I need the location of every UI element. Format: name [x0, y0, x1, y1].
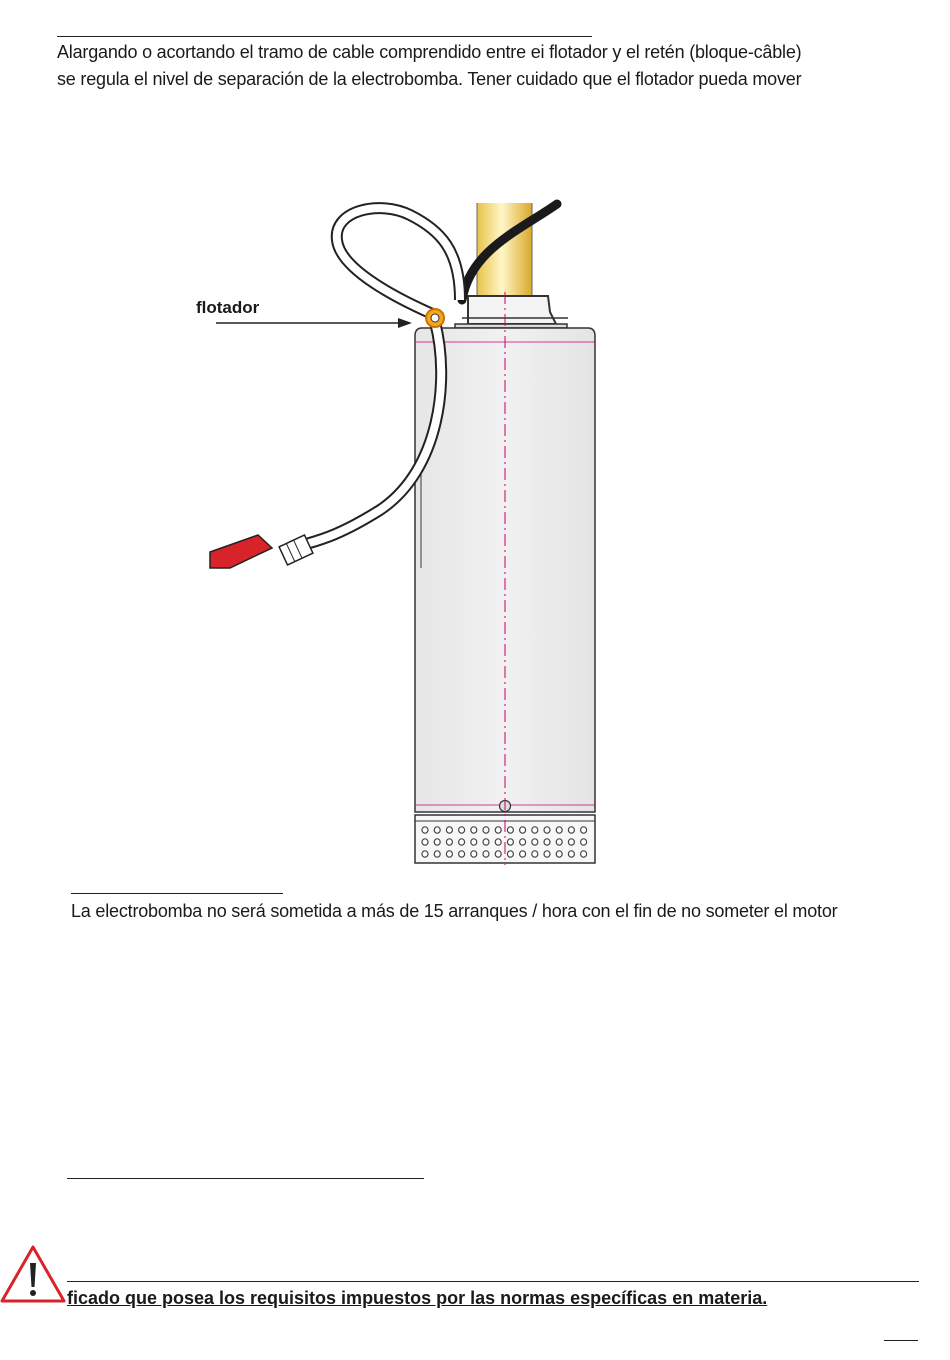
paragraph-float-line-1: Alargando o acortando el tramo de cable …	[57, 42, 802, 62]
strainer-hole	[482, 826, 490, 834]
strainer-hole	[458, 826, 466, 834]
strainer-hole	[555, 838, 563, 846]
strainer-hole	[470, 838, 478, 846]
strainer-hole	[470, 826, 478, 834]
power-cable	[457, 199, 562, 305]
strainer-hole	[567, 838, 576, 846]
strainer-hole	[567, 850, 576, 858]
strainer-hole	[543, 826, 551, 834]
paragraph-starts-line-1: La electrobomba no será sometida a más d…	[71, 901, 838, 921]
strainer-hole	[458, 838, 466, 846]
strainer-hole	[579, 826, 588, 834]
strainer-hole	[531, 850, 539, 858]
pump-body	[414, 327, 596, 813]
strainer-hole	[567, 826, 576, 834]
strainer-hole	[531, 838, 539, 846]
section-rule-lower	[67, 1178, 424, 1179]
warning-rule	[67, 1281, 919, 1282]
strainer-hole	[445, 838, 453, 846]
strainer-hole	[555, 826, 563, 834]
strainer-hole	[579, 850, 588, 858]
strainer-hole	[531, 826, 539, 834]
strainer-hole	[543, 850, 551, 858]
strainer-hole	[421, 850, 429, 858]
strainer-hole	[433, 826, 441, 834]
pump-top-flange	[467, 295, 558, 325]
strainer-hole	[494, 838, 502, 846]
strainer-hole	[518, 850, 527, 858]
strainer-hole	[458, 850, 466, 858]
strainer-hole	[482, 838, 490, 846]
warning-triangle-icon	[0, 1245, 66, 1303]
page-corner-rule	[884, 1340, 918, 1341]
strainer-hole	[506, 838, 514, 846]
strainer-hole	[506, 850, 514, 858]
strainer-hole	[518, 838, 527, 846]
paragraph-float-line-2: se regula el nivel de separación de la e…	[57, 69, 802, 89]
float-label: flotador	[196, 298, 260, 317]
strainer-hole	[579, 838, 588, 846]
strainer-hole	[421, 838, 429, 846]
cable-connector	[278, 534, 314, 566]
strainer-hole	[518, 826, 527, 834]
strainer-hole	[433, 838, 441, 846]
strainer-hole	[494, 826, 502, 834]
strainer-hole	[555, 850, 563, 858]
strainer-hole	[433, 850, 441, 858]
strainer-hole	[470, 850, 478, 858]
strainer-hole	[506, 826, 514, 834]
strainer-hole	[445, 850, 453, 858]
section-rule-middle	[71, 893, 283, 894]
warning-text: ficado que posea los requisitos impuesto…	[67, 1288, 768, 1308]
strainer-hole	[421, 826, 429, 834]
strainer-hole	[543, 838, 551, 846]
strainer-hole	[482, 850, 490, 858]
float-leader-arrowhead	[398, 318, 412, 328]
red-plug	[209, 534, 274, 569]
strainer-hole	[494, 850, 502, 858]
section-rule-top	[57, 36, 592, 37]
strainer-hole	[445, 826, 453, 834]
